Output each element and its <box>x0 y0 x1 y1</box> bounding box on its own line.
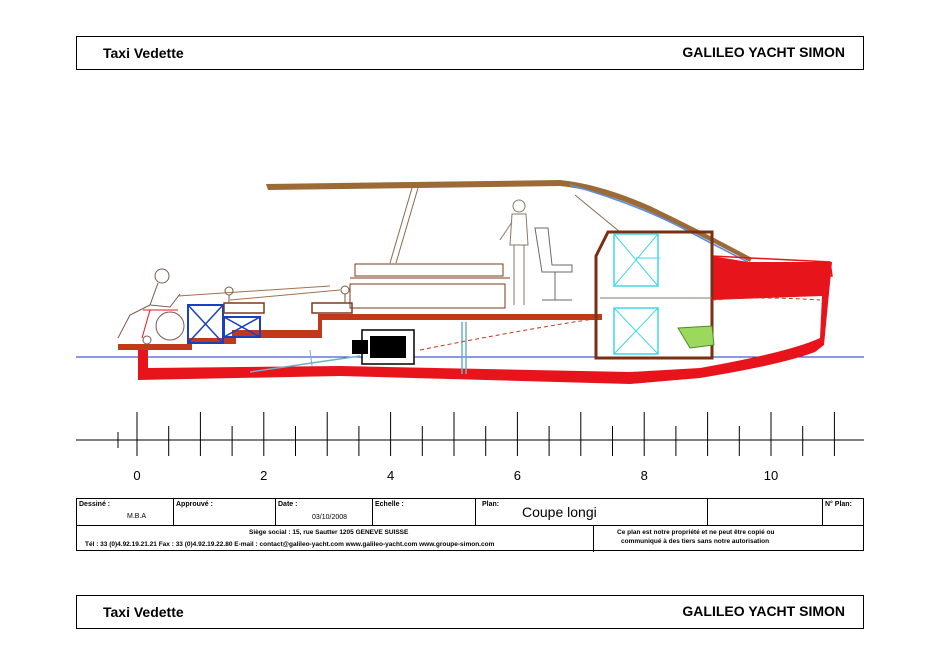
header-bottom: Taxi Vedette GALILEO YACHT SIMON <box>76 595 864 629</box>
scale-label: 0 <box>133 468 140 483</box>
helm-chair <box>534 227 573 301</box>
echelle-cell: Echelle : <box>373 499 476 526</box>
header-top: Taxi Vedette GALILEO YACHT SIMON <box>76 36 864 70</box>
scale-bar: 0 2 4 6 8 10 <box>76 412 864 483</box>
wheelchair-figure <box>117 268 185 345</box>
hull <box>138 256 832 384</box>
scale-label: 2 <box>260 468 267 483</box>
cabinet-lower <box>613 307 659 355</box>
project-title-bottom: Taxi Vedette <box>103 604 184 620</box>
siege-text: Siège social : 15, rue Sautter 1205 GENE… <box>249 529 409 536</box>
scale-label: 10 <box>764 468 778 483</box>
company-name-bottom: GALILEO YACHT SIMON <box>682 603 845 619</box>
engine <box>352 329 415 365</box>
blank-cell <box>708 499 823 526</box>
project-title: Taxi Vedette <box>103 45 184 61</box>
company-name: GALILEO YACHT SIMON <box>682 44 845 60</box>
scale-label: 6 <box>514 468 521 483</box>
deck <box>118 314 602 350</box>
dessine-cell: Dessiné : M.B.A <box>77 499 174 526</box>
title-block: Dessiné : M.B.A Approuvé : Date : 03/10/… <box>76 498 864 552</box>
toilet <box>677 325 715 349</box>
hardtop-roof <box>266 180 752 262</box>
contact-text: Tél : 33 (0)4.92.19.21.21 Fax : 33 (0)4.… <box>85 541 495 548</box>
salon-seat <box>349 263 510 309</box>
nplan-cell: N° Plan: <box>825 501 852 508</box>
notice-line-2: communiqué à des tiers sans notre autori… <box>621 538 770 545</box>
forward-cabin <box>594 230 714 360</box>
scale-label: 8 <box>641 468 648 483</box>
plan-value: Coupe longi <box>522 504 597 520</box>
approuve-cell: Approuvé : <box>174 499 276 526</box>
windshield-line <box>569 184 749 263</box>
plan-cell: Plan: Coupe longi <box>476 499 708 526</box>
date-cell: Date : 03/10/2008 <box>276 499 373 526</box>
notice-line-1: Ce plan est notre propriété et ne peut ê… <box>617 529 775 536</box>
scale-label: 4 <box>387 468 394 483</box>
storage-box-2 <box>223 316 261 338</box>
standing-figure <box>499 199 529 305</box>
cabinet-upper <box>613 233 659 287</box>
dessine-value: M.B.A <box>127 513 147 520</box>
date-value: 03/10/2008 <box>312 514 348 521</box>
